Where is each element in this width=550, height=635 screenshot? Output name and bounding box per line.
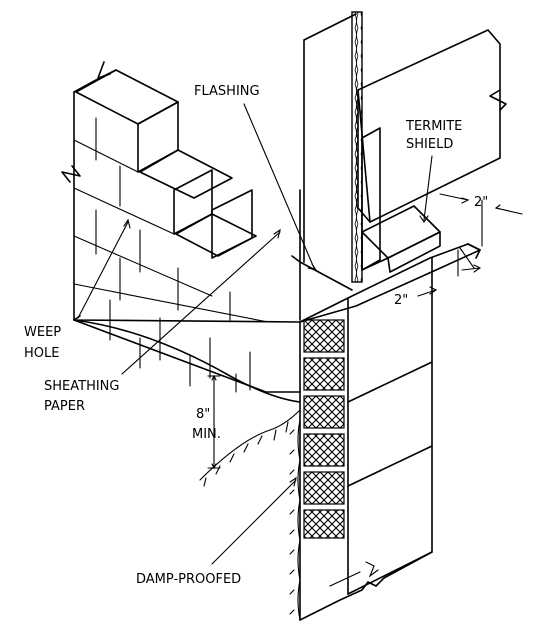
brick-veneer [61,61,301,487]
label-height-value: 8" [196,407,210,422]
flashing [291,189,353,321]
sheathing-column [303,11,381,283]
label-damp-proofed: DAMP-PROOFED [136,572,241,587]
labels: FLASHING TERMITE SHIELD 2" 2" WEEP HOLE … [24,84,488,587]
termite-shield [299,205,481,323]
label-termite-shield-line1: TERMITE [405,119,462,134]
label-sheathing-paper-line2: PAPER [44,399,85,414]
foundation-wall [289,257,433,621]
leaders [77,103,523,587]
label-termite-shield-line2: SHIELD [406,137,453,152]
label-sheathing-paper-line1: SHEATHING [44,379,119,394]
label-dimension-top: 2" [474,195,488,210]
label-weep-hole-line2: HOLE [24,346,59,361]
label-flashing: FLASHING [194,84,260,99]
label-height-min: MIN. [192,427,221,442]
label-weep-hole-line1: WEEP [24,325,61,340]
label-dimension-side: 2" [394,293,408,308]
